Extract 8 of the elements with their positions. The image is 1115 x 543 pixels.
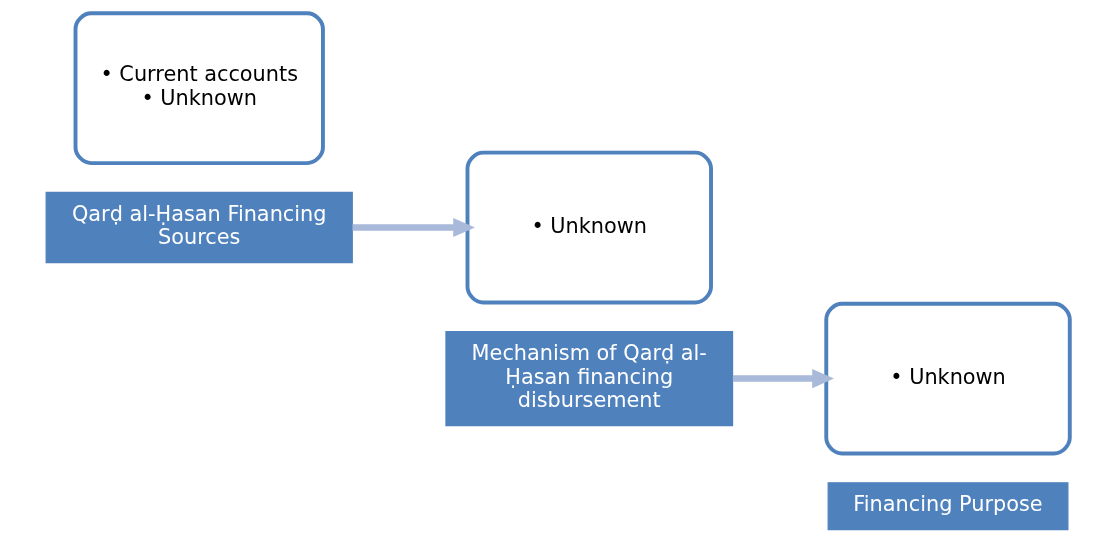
node-box: • Unknown [823,301,1072,456]
node-box: Financing Purpose [827,482,1068,531]
arrow [352,218,475,238]
node-box: • Current accounts • Unknown [73,11,325,166]
node-box: • Unknown [465,150,713,305]
arrow [732,369,834,389]
node-box: Qarḍ al-Ḥasan Financing Sources [45,191,353,264]
node-box: Mechanism of Qarḍ al-Ḥasan financing disbursement [444,331,733,427]
